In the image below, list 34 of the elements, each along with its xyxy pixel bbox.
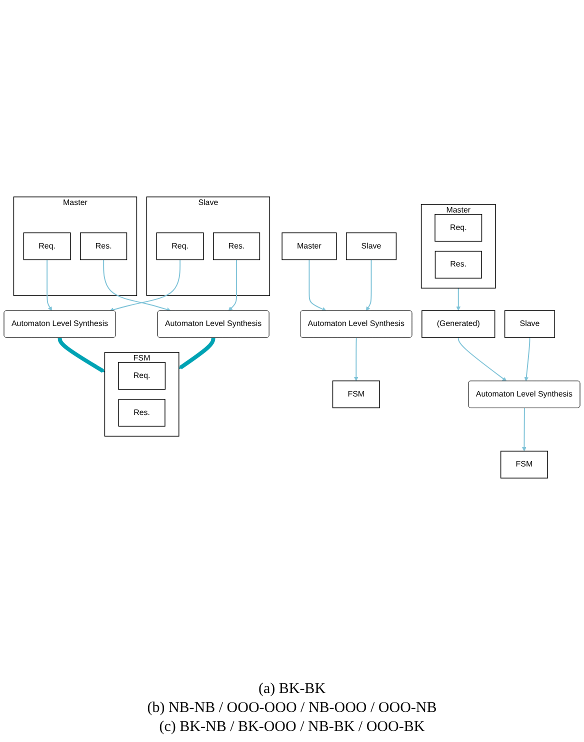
node-box [500,450,548,478]
cluster [13,196,138,296]
arrow [354,337,358,382]
arrow [456,288,461,311]
node-box [422,310,496,338]
figure-caption: (b) NB-NB / OOO-OOO / NB-OOO / OOO-NB [147,700,437,717]
arrow [366,259,372,312]
figure-caption: (c) BK-NB / BK-OOO / NB-BK / OOO-BK [158,719,426,736]
arrow [228,259,238,312]
node-box [332,380,380,408]
node-box [118,398,166,427]
node-box [156,232,204,260]
node-box [434,214,482,242]
cluster [104,352,180,437]
cluster [146,196,270,296]
figure-caption: (a) BK-BK [257,681,327,698]
arrow [178,336,216,370]
arrow [308,259,326,312]
cluster [420,204,496,289]
node-box [80,232,128,260]
node-box [23,232,71,260]
node-box [213,232,260,260]
node-box [434,250,482,279]
arrow [58,336,105,373]
arrow [46,259,52,312]
arrow [458,337,507,382]
arrow [109,259,181,312]
node-box [282,232,337,260]
arrow [103,259,171,312]
arrow [524,337,530,382]
node-box [504,310,556,338]
node-box [346,232,397,260]
node-box [118,362,166,390]
arrow [522,408,526,452]
